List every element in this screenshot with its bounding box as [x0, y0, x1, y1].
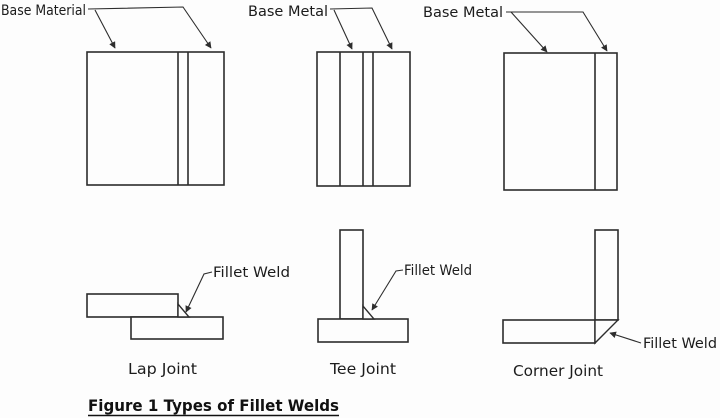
- joint-name-lap: Lap Joint: [128, 360, 197, 378]
- vertical-plate: [594, 229, 619, 321]
- lap-joint-front-view: Fillet Weld Lap Joint: [86, 265, 290, 378]
- leader-line: [94, 9, 116, 49]
- leader-line: [329, 7, 393, 50]
- upper-plate: [86, 293, 179, 318]
- weld-triangle: [362, 304, 376, 320]
- leader-line: [371, 269, 404, 311]
- base-plate: [86, 51, 225, 186]
- leader-line: [333, 9, 353, 50]
- tee-joint-top-view: Base Metal: [248, 4, 411, 187]
- weld-triangle: [177, 302, 191, 318]
- figure-caption: Figure 1 Types of Fillet Welds: [88, 396, 339, 415]
- lower-plate: [130, 316, 224, 340]
- base-metal-label: Base Metal: [423, 5, 503, 21]
- tee-joint-front-view: Fillet Weld Tee Joint: [317, 229, 472, 378]
- leader-line: [87, 6, 212, 49]
- corner-joint-top-view: Base Metal: [423, 5, 618, 191]
- corner-joint-front-view: Fillet Weld Corner Joint: [502, 229, 717, 380]
- fillet-weld-label-tee: Fillet Weld: [404, 263, 472, 279]
- joint-name-corner: Corner Joint: [513, 362, 603, 380]
- leader-line: [185, 271, 213, 313]
- base-plate: [503, 52, 618, 191]
- leader-line: [609, 331, 642, 344]
- fillet-weld-label-lap: Fillet Weld: [213, 265, 290, 281]
- base-material-label: Base Material: [1, 3, 86, 19]
- fillet-weld-label-corner: Fillet Weld: [643, 336, 717, 352]
- figure-caption-group: Figure 1 Types of Fillet Welds: [88, 396, 339, 417]
- base-plate: [317, 318, 409, 343]
- lap-joint-top-view: Base Material: [1, 3, 225, 186]
- joint-name-tee: Tee Joint: [329, 360, 396, 378]
- horizontal-plate: [502, 319, 596, 344]
- leader-line: [510, 11, 548, 53]
- base-metal-label: Base Metal: [248, 4, 328, 20]
- weld-triangle: [594, 319, 620, 345]
- leader-line: [506, 11, 608, 52]
- vertical-plate: [339, 229, 364, 320]
